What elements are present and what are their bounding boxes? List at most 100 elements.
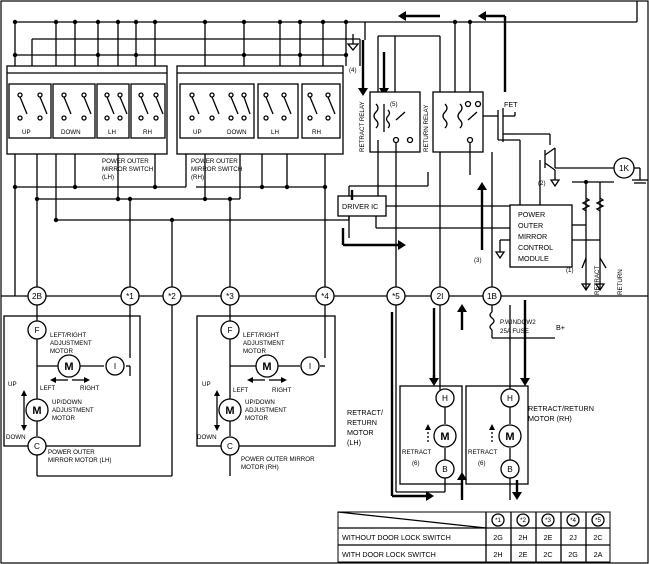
ground-1K (632, 167, 648, 184)
callout-3: (3) (474, 257, 482, 264)
motor-lh-I: I (114, 362, 116, 371)
retract-lh-label-2: RETURN (347, 418, 377, 427)
motor-rh-ud-2: ADJUSTMENT (245, 407, 287, 414)
switch-rh-lh-label: LH (271, 129, 279, 136)
ground-marker-4 (346, 34, 360, 52)
motor-rh-I: I (309, 362, 311, 371)
table-row-1-v5: 2C (593, 533, 602, 542)
driver-ic-wires (341, 152, 510, 250)
motor-rh-lr-arrows (214, 377, 287, 431)
retract-lh-label-1: RETRACT/ (347, 408, 383, 417)
switch-lh-caption-3: (LH) (102, 174, 114, 181)
retract-lh-label-4: (LH) (347, 438, 361, 447)
connector-table (337, 511, 611, 563)
connector-4-label: *4 (321, 292, 329, 301)
retract-motor-rh (465, 305, 529, 500)
motor-rh-C: C (227, 442, 233, 451)
fet (483, 108, 551, 205)
switch-rh-caption-3: (RH) (191, 174, 204, 181)
table-header-2: *2 (520, 517, 526, 524)
motor-rh-down: DOWN (197, 434, 217, 441)
table-header-3: *3 (545, 517, 551, 524)
switch-lh-rh-label: RH (143, 129, 152, 136)
retract-relay-label: RETRACT RELAY (359, 101, 366, 152)
connector-3-label: *3 (226, 292, 234, 301)
table-row-1-label: WITHOUT DOOR LOCK SWITCH (342, 533, 451, 542)
retract-lh-B: B (442, 465, 448, 474)
motor-lh-right: RIGHT (80, 385, 99, 392)
table-row-1-v3: 2E (544, 533, 553, 542)
switch-lh-caption-1: POWER OUTER (102, 158, 149, 165)
retract-flow-arrows (390, 300, 530, 501)
motor-rh-up: UP (202, 381, 211, 388)
top-bus-wires (14, 1, 638, 296)
switch-rh-rh-label: RH (312, 129, 321, 136)
retract-lh-M: M (440, 431, 449, 443)
lower-switch-wires (15, 154, 429, 287)
motor-lh-caption-2: MIRROR MOTOR (LH) (48, 457, 111, 464)
retract-rh-M: M (505, 431, 514, 443)
motor-lh-ud-2: ADJUSTMENT (52, 407, 94, 414)
motor-rh-ud-M: M (225, 405, 234, 417)
table-row-2-label: WITH DOOR LOCK SWITCH (342, 550, 436, 559)
motor-rh-left: LEFT (233, 387, 248, 394)
motor-lh-caption-1: POWER OUTER (48, 449, 95, 456)
switch-rh-caption-1: POWER OUTER (191, 158, 238, 165)
switch-lh-lh-label: LH (108, 129, 116, 136)
transistor-2 (539, 147, 614, 205)
motor-rh-F: F (227, 326, 232, 335)
switch-rh-down-label: DOWN (227, 129, 247, 136)
motor-lh-ud-3: MOTOR (52, 415, 75, 422)
table-row-1-v2: 2H (518, 533, 527, 542)
motor-rh-caption-1: POWER OUTER MIRROR (241, 456, 315, 463)
switch-return-label: RETURN (617, 269, 624, 295)
motor-lh-lr-2: ADJUSTMENT (50, 340, 92, 347)
table-row-1-v1: 2G (493, 533, 503, 542)
module-line-3: MIRROR (518, 232, 547, 241)
motor-lh-left: LEFT (40, 385, 55, 392)
table-header-5: *5 (595, 517, 601, 524)
motor-lh-F: F (34, 326, 39, 335)
retract-relay (369, 91, 421, 153)
retract-rh-retract: RETRACT (468, 449, 497, 456)
retract-lh-label-3: MOTOR (347, 428, 374, 437)
flow-arrows-top (379, 11, 507, 96)
connector-2B-label: 2B (32, 292, 43, 301)
switch-rh-caption-2: MIRROR SWITCH (191, 166, 242, 173)
callout-5: (5) (390, 101, 398, 108)
connector-1K-label: 1K (619, 164, 630, 173)
motor-lh-lr-1: LEFT/RIGHT (50, 332, 86, 339)
motor-rh-lr-3: MOTOR (243, 348, 266, 355)
module-line-4: CONTROL (518, 243, 553, 252)
table-row-1-v4: 2J (569, 533, 577, 542)
fuse (489, 305, 555, 339)
connector-1B-label: 1B (487, 292, 498, 301)
motor-lh-lr-arrows (21, 377, 90, 431)
motor-lh-lr-3: MOTOR (50, 348, 73, 355)
callout-2: (2) (538, 180, 546, 187)
module-line-5: MODULE (518, 254, 549, 263)
callout-1: (1) (566, 267, 574, 274)
table-row-2-v5: 2A (594, 550, 603, 559)
connector-5-label: *5 (392, 292, 400, 301)
return-relay (432, 91, 484, 153)
motor-lh-up: UP (8, 381, 17, 388)
callout-6b: (6) (478, 460, 486, 467)
retract-motor-lh (395, 305, 463, 493)
motor-lh-C: C (34, 442, 40, 451)
mirror-switch-lh: UP DOWN LH RH (6, 65, 168, 155)
driver-ic-label: DRIVER IC (342, 202, 378, 211)
table-row-2-v2: 2E (519, 550, 528, 559)
retract-lh-H: H (442, 394, 448, 403)
switch-lh-down-label: DOWN (61, 129, 81, 136)
motor-lh-lr-M: M (64, 361, 73, 373)
retract-rh-label-1: RETRACT/RETURN (528, 404, 594, 413)
motor-rh-ud-3: MOTOR (245, 415, 268, 422)
module-line-2: OUTER (518, 221, 543, 230)
lower-junction-dots (12, 184, 328, 223)
retract-lh-retract: RETRACT (402, 449, 431, 456)
connector-2I-label: 2I (437, 292, 444, 301)
motor-lh-ud-1: UP/DOWN (52, 399, 82, 406)
table-row-2-v1: 2H (493, 550, 502, 559)
